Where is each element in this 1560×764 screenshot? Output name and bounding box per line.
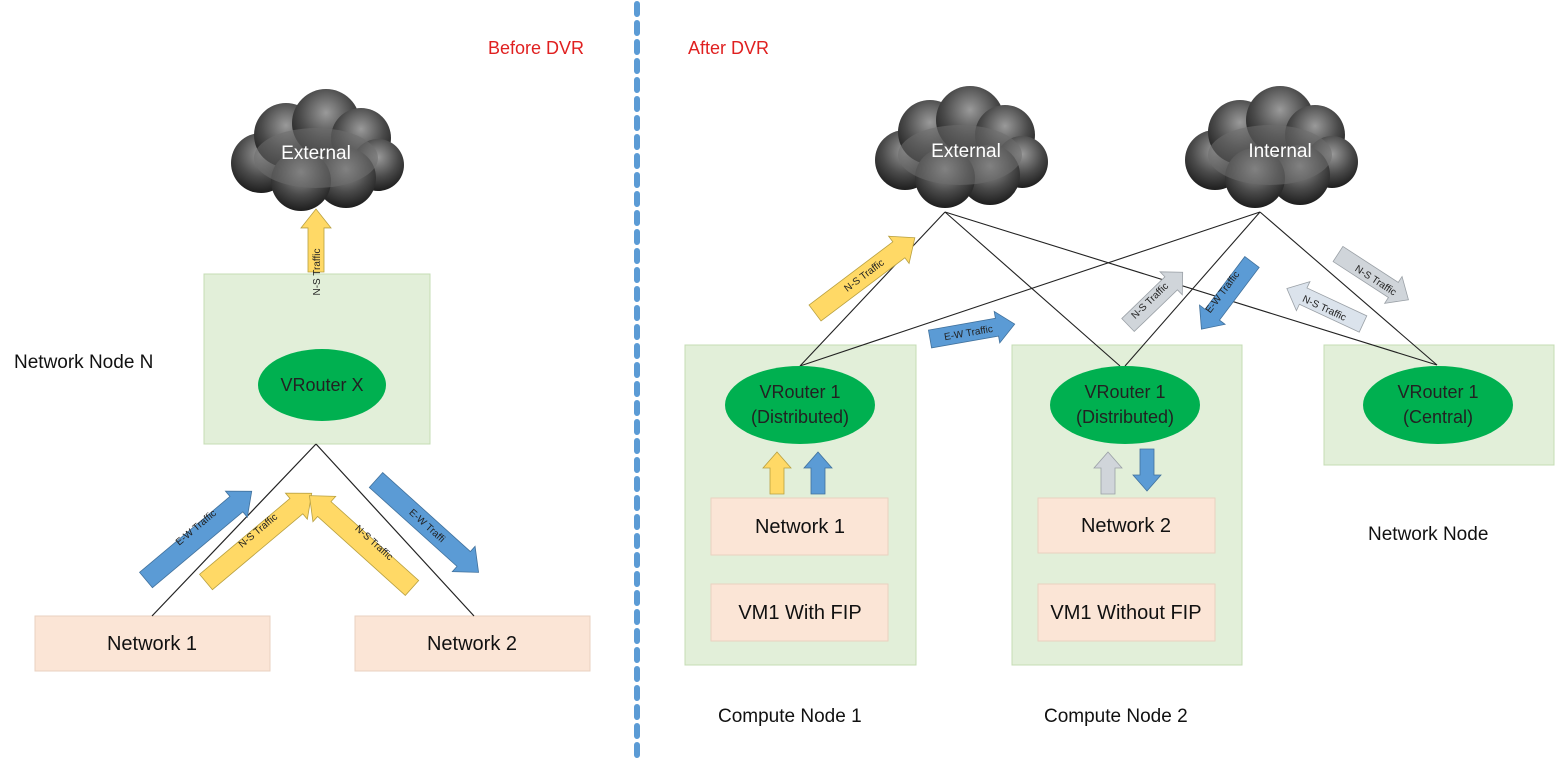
c2-vm-box xyxy=(1037,583,1216,642)
router-label: (Distributed) xyxy=(751,407,849,427)
ew-up-arrow xyxy=(803,451,833,495)
network-node-label: Network Node xyxy=(1368,524,1489,545)
c2-network-box xyxy=(1037,497,1216,554)
link-line xyxy=(151,443,317,617)
c1-network-label: Network 1 xyxy=(755,516,845,538)
network-node-n-label: Network Node N xyxy=(14,352,154,373)
ew-traffic-arrow-c1 xyxy=(927,310,1016,349)
c1-vm-label: VM1 With FIP xyxy=(738,602,861,624)
router-label: VRouter 1 xyxy=(1084,382,1165,402)
network1-label: Network 1 xyxy=(107,633,197,655)
ns-traffic-arrow xyxy=(199,492,313,591)
ew-traffic-arrow xyxy=(139,490,253,589)
vrouter-x xyxy=(258,349,386,421)
router-label: VRouter 1 xyxy=(1397,382,1478,402)
network1-box xyxy=(34,615,271,672)
vrouter1-distributed-c2 xyxy=(1050,366,1200,444)
ns-traffic-arrow-nn-out xyxy=(1332,245,1409,304)
router-label: (Central) xyxy=(1403,407,1473,427)
router-label: (Distributed) xyxy=(1076,407,1174,427)
ns-traffic-arrow xyxy=(308,495,420,596)
router-label: VRouter 1 xyxy=(759,382,840,402)
network2-label: Network 2 xyxy=(427,633,517,655)
compute-node-1-label: Compute Node 1 xyxy=(718,706,862,727)
c2-network-label: Network 2 xyxy=(1081,515,1171,537)
ew-down-arrow xyxy=(1132,448,1162,492)
ns-up-arrow-gray xyxy=(1093,451,1123,495)
ns-traffic-arrow-c1 xyxy=(808,235,916,322)
ew-traffic-arrow xyxy=(368,472,480,573)
vrouter1-distributed-c1 xyxy=(725,366,875,444)
c2-vm-label: VM1 Without FIP xyxy=(1050,602,1201,624)
external-cloud-label: External xyxy=(931,141,1001,162)
ns-traffic-arrow-c2 xyxy=(1121,271,1184,333)
ns-traffic-arrow-nn-in xyxy=(1286,280,1368,333)
ew-traffic-arrow-c2 xyxy=(1199,256,1260,330)
c1-network-box xyxy=(710,497,889,556)
compute-node-2-label: Compute Node 2 xyxy=(1044,706,1188,727)
c1-vm-box xyxy=(710,583,889,642)
internal-cloud-label: Internal xyxy=(1248,141,1311,162)
external-cloud-label: External xyxy=(281,143,351,164)
after-dvr-header: After DVR xyxy=(688,38,770,58)
links xyxy=(799,211,1438,367)
link-line xyxy=(315,443,475,617)
network2-box xyxy=(354,615,591,672)
vrouter1-central xyxy=(1363,366,1513,444)
ns-traffic-arrow xyxy=(300,208,332,273)
router-label: VRouter X xyxy=(280,375,363,395)
before-dvr-header: Before DVR xyxy=(488,38,585,58)
ns-up-arrow xyxy=(762,451,792,495)
arrow-label: N-S Traffic xyxy=(312,248,323,295)
